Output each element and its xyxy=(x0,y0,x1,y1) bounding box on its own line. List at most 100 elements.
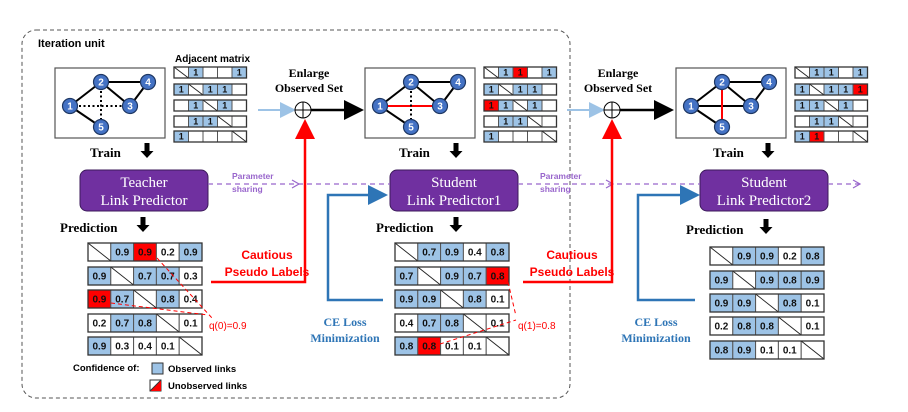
diagonal-mark xyxy=(838,115,854,128)
matrix-row xyxy=(794,83,869,96)
predictor-name-line2: Link Predictor2 xyxy=(717,193,812,209)
predictor-name-line1: Student xyxy=(431,175,478,191)
diagonal-mark xyxy=(394,242,419,262)
unobserved-swatch-icon xyxy=(149,379,162,392)
graph-node-label: 4 xyxy=(766,78,772,89)
matrix-cell-value: 0.2 xyxy=(783,252,797,263)
matrix-cell-value: 0.8 xyxy=(737,322,751,333)
diagonal-mark xyxy=(709,246,734,266)
matrix-cell-value: 0.8 xyxy=(806,252,820,263)
matrix-cell-value: 1 xyxy=(193,68,198,78)
matrix-cell-value: 0.7 xyxy=(399,272,413,283)
graph-node-label: 5 xyxy=(98,123,104,134)
graph-node xyxy=(742,97,760,115)
matrix-cell-value: 0.9 xyxy=(399,295,413,306)
matrix-cell-value: 1 xyxy=(829,68,834,78)
train-arrow-icon xyxy=(140,143,154,158)
graph-node-label: 3 xyxy=(437,102,443,113)
graph-node xyxy=(402,73,420,91)
matrix-cell-value: 0.7 xyxy=(422,248,436,259)
diagonal-mark xyxy=(800,340,825,360)
enlarge-label: Enlarge xyxy=(289,66,330,80)
matrix-cell-value: 1 xyxy=(518,85,523,95)
ce-loss-arrow xyxy=(326,185,388,302)
matrix-cell-value: 0.4 xyxy=(138,342,152,353)
graph-node xyxy=(402,118,420,136)
matrix-cell xyxy=(202,130,218,143)
matrix-row xyxy=(173,99,248,112)
matrix-row xyxy=(173,130,248,143)
matrix-cell-value: 1 xyxy=(489,132,494,142)
matrix-cell-value: 1 xyxy=(858,85,863,95)
observed-swatch-icon xyxy=(151,362,164,375)
parameter-sharing-label: sharing xyxy=(540,184,571,194)
matrix-cell-value: 1 xyxy=(814,68,819,78)
train-label: Train xyxy=(90,145,122,160)
matrix-cell-value: 1 xyxy=(503,68,508,78)
matrix-cell xyxy=(794,115,810,128)
parameter-sharing-label: Parameter xyxy=(540,171,582,181)
graph-node-label: 2 xyxy=(719,78,725,89)
diagonal-mark xyxy=(463,313,487,333)
prediction-label: Prediction xyxy=(686,222,744,237)
diagonal-mark xyxy=(417,266,441,286)
train-arrow-icon xyxy=(761,143,775,158)
prediction-label: Prediction xyxy=(60,220,118,235)
diagonal-mark xyxy=(87,242,112,262)
link-predictor-box xyxy=(389,169,519,212)
predictor-name-line1: Teacher xyxy=(120,175,167,191)
matrix-cell-value: 0.8 xyxy=(491,248,505,259)
matrix-cell-value: 0.7 xyxy=(115,319,129,330)
matrix-cell xyxy=(217,130,233,143)
cautious-label: Pseudo Labels xyxy=(530,265,615,279)
matrix-cell xyxy=(188,130,204,143)
matrix-row xyxy=(87,336,203,356)
iteration-unit-label: Iteration unit xyxy=(38,38,105,50)
graph-node xyxy=(92,118,110,136)
matrix-row xyxy=(394,266,510,286)
matrix-cell-value: 1 xyxy=(532,85,537,95)
enlarge-label: Observed Set xyxy=(584,81,652,95)
matrix-cell-value: 0.7 xyxy=(422,319,436,330)
matrix-cell-value: 1 xyxy=(222,85,227,95)
matrix-cell-value: 0.7 xyxy=(115,295,129,306)
graph-node xyxy=(713,118,731,136)
threshold-pointer xyxy=(507,281,517,317)
matrix-cell-value: 0.9 xyxy=(714,276,728,287)
matrix-cell-value: 1 xyxy=(814,132,819,142)
matrix-cell-value: 1 xyxy=(829,85,834,95)
adjacent-matrix-label: Adjacent matrix xyxy=(175,54,250,65)
diagonal-mark xyxy=(755,293,779,313)
matrix-cell-value: 1 xyxy=(179,85,184,95)
graph-node xyxy=(61,97,79,115)
matrix-cell-value: 0.8 xyxy=(783,276,797,287)
matrix-cell xyxy=(852,99,868,112)
graph-node xyxy=(92,73,110,91)
matrix-cell-value: 1 xyxy=(814,117,819,127)
graph-node-label: 1 xyxy=(688,102,694,113)
matrix-cell-value: 1 xyxy=(489,85,494,95)
matrix-cell-value: 0.9 xyxy=(92,295,106,306)
diagonal-mark xyxy=(133,289,157,309)
matrix-cell-value: 1 xyxy=(503,117,508,127)
legend-title: Confidence of: xyxy=(73,363,140,374)
matrix-cell xyxy=(527,130,543,143)
diagonal-mark xyxy=(217,115,233,128)
graph-node xyxy=(139,73,157,91)
matrix-cell xyxy=(541,99,557,112)
matrix-row xyxy=(87,313,203,333)
matrix-row xyxy=(87,266,203,286)
matrix-cell-value: 0.8 xyxy=(399,342,413,353)
matrix-cell-value: 0.7 xyxy=(468,272,482,283)
matrix-cell-value: 1 xyxy=(829,117,834,127)
diagonal-mark xyxy=(156,313,180,333)
matrix-cell-value: 0.9 xyxy=(92,342,106,353)
diagonal-mark xyxy=(498,83,514,96)
matrix-cell xyxy=(173,99,189,112)
sharing-arrowhead-icon xyxy=(852,179,862,189)
